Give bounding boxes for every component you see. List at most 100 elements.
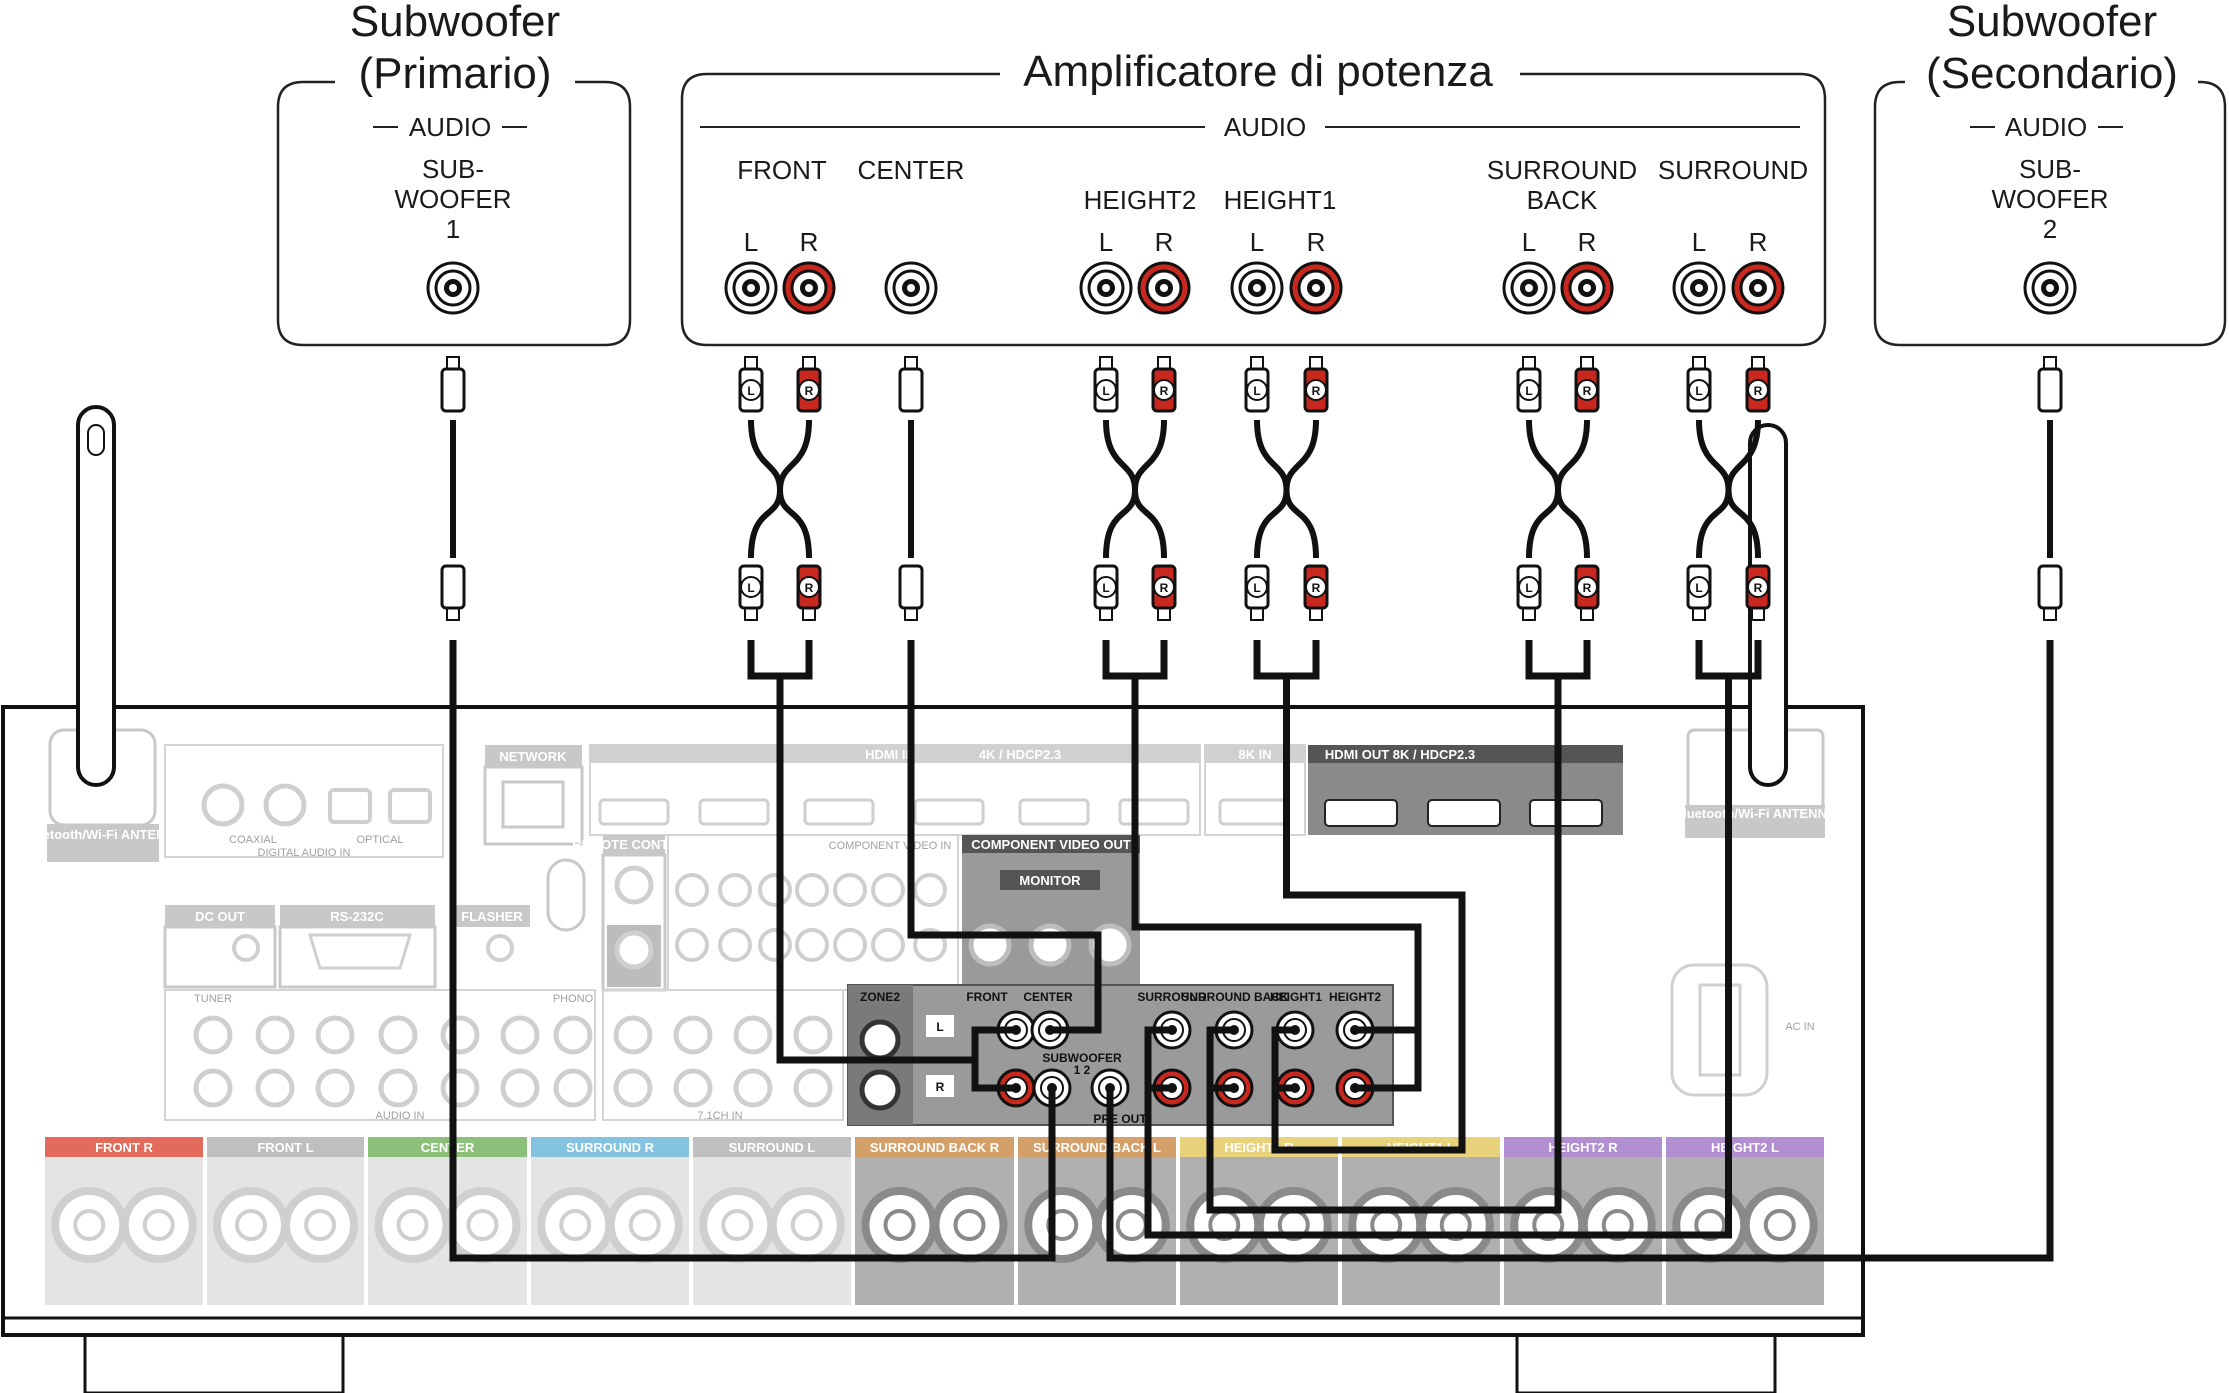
rca-plug	[440, 356, 466, 413]
network-port[interactable]	[501, 780, 565, 829]
rca-plug: L	[1093, 564, 1119, 621]
rca-plug	[2037, 564, 2063, 621]
receiver-foot-right	[1515, 1333, 1777, 1393]
plug-body	[2037, 367, 2063, 413]
speaker-binding-post-center	[142, 1209, 175, 1241]
surround-join-l	[1695, 640, 1729, 680]
speaker-binding-post-center	[721, 1209, 754, 1241]
subwoofer-2-jack[interactable]	[2023, 261, 2077, 315]
amp-surround-r-jack[interactable]	[1731, 261, 1785, 315]
amp-height1-r-jack[interactable]	[1289, 261, 1343, 315]
rs232c-label-box	[280, 905, 435, 927]
component-jack	[675, 928, 709, 962]
plug-tip	[2043, 607, 2057, 621]
hdmi-out-header	[1308, 745, 1623, 763]
rca-plug: R	[1303, 564, 1329, 621]
hdmi-in-header	[590, 745, 1200, 763]
plug-letter-circle	[798, 379, 820, 401]
ch71-jack	[613, 1015, 653, 1055]
speaker-binding-post-center	[883, 1209, 916, 1241]
antenna-left-tip	[87, 424, 105, 456]
audio-in-jack	[553, 1068, 593, 1108]
plug-letter: L	[1102, 384, 1109, 398]
hdmi-in-port	[698, 798, 770, 826]
av-receiver: Bluetooth/Wi-Fi ANTENNA Bluetooth/Wi-Fi …	[1, 405, 1865, 1393]
plug-letter-circle	[1518, 379, 1540, 401]
speaker-label-bar	[1018, 1137, 1176, 1157]
coaxial-jack-1[interactable]	[201, 783, 245, 827]
amp-height2-r-jack[interactable]	[1137, 261, 1191, 315]
optical-jack-2[interactable]	[388, 788, 432, 824]
plug-tip	[1580, 356, 1594, 370]
amp-front-r-letter: R	[800, 227, 819, 257]
amp-surround-back-r-jack[interactable]	[1560, 261, 1614, 315]
amp-front-r-jack[interactable]	[782, 261, 836, 315]
speaker-binding-post-center	[790, 1209, 823, 1241]
amp-height2-l-jack[interactable]	[1079, 261, 1133, 315]
plug-tip	[1250, 607, 1264, 621]
remote-in-jack[interactable]	[614, 865, 654, 905]
zone2-label: ZONE2	[860, 990, 900, 1004]
component-video-out-label: COMPONENT VIDEO OUT	[971, 837, 1131, 852]
remote-out-jack[interactable]	[614, 930, 654, 970]
subwoofer-primary-device: Subwoofer (Primario) AUDIO SUB- WOOFER 1	[276, 0, 632, 347]
rs232c-port[interactable]	[307, 933, 413, 970]
component-video-out-header	[962, 835, 1140, 853]
component-video-in-label: COMPONENT VIDEO IN	[829, 840, 952, 852]
ch71-jack	[673, 1015, 713, 1055]
height2-route-r	[1355, 1030, 1422, 1092]
jack-pin-hole	[907, 284, 915, 292]
plug-tip	[1580, 607, 1594, 621]
speaker-label: FRONT R	[95, 1140, 153, 1155]
speaker-binding-post-center	[1115, 1209, 1148, 1241]
antenna-left[interactable]	[76, 405, 116, 787]
antenna-left-label: Bluetooth/Wi-Fi ANTENNA	[22, 827, 185, 842]
amp-center-jack[interactable]	[884, 261, 938, 315]
hdmi-out-port-2[interactable]	[1427, 799, 1501, 827]
amp-surround-back-label-1: SURROUND	[1487, 155, 1637, 185]
speaker-binding-post-center	[73, 1209, 106, 1241]
plug-tip	[904, 356, 918, 370]
hdmi-out-port-1[interactable]	[1324, 799, 1398, 827]
front-join-l	[747, 640, 780, 680]
plug-letter: R	[1160, 581, 1169, 595]
amp-surround-back-l-jack[interactable]	[1502, 261, 1556, 315]
plug-tip	[744, 356, 758, 370]
zone2-r-jack[interactable]	[859, 1069, 901, 1111]
hdmi-in-port	[913, 798, 985, 826]
zone2-l-jack[interactable]	[859, 1019, 901, 1061]
hdmi-out-port-3[interactable]	[1529, 799, 1603, 827]
audio-in-jack	[193, 1068, 233, 1108]
flasher-jack[interactable]	[486, 934, 514, 962]
amp-front-l-jack[interactable]	[724, 261, 778, 315]
subwoofer-1-jack[interactable]	[426, 261, 480, 315]
rca-plug: R	[1745, 564, 1771, 621]
plug-letter: R	[1583, 384, 1592, 398]
amp-surround-l-jack[interactable]	[1672, 261, 1726, 315]
surround-route-l	[1144, 676, 1732, 1239]
front-cable-l	[748, 419, 784, 559]
plug-letter: R	[1312, 384, 1321, 398]
optical-jack-1[interactable]	[328, 788, 372, 824]
phono-label: PHONO	[553, 993, 594, 1005]
speaker-label: FRONT L	[257, 1140, 313, 1155]
plug-letter-circle	[1246, 379, 1268, 401]
component-jack	[833, 873, 867, 907]
preout-surround-back-label: SURROUND BACK	[1181, 990, 1289, 1004]
rca-plug	[898, 564, 924, 621]
coaxial-jack-2[interactable]	[263, 783, 307, 827]
antenna-right-label-box	[1685, 805, 1825, 838]
dc-out-jack[interactable]	[232, 934, 260, 962]
amplifier-outline	[680, 72, 1827, 347]
rca-plug: L	[1244, 564, 1270, 621]
rca-plug: R	[1574, 564, 1600, 621]
speakers-label: SPEAKERS	[822, 1304, 894, 1319]
jack-pin-hole	[1583, 284, 1591, 292]
plug-tip	[744, 607, 758, 621]
amp-surround-back-r-letter: R	[1578, 227, 1597, 257]
monitor-label-box	[1000, 870, 1100, 890]
component-jack	[795, 873, 829, 907]
amp-height1-l-jack[interactable]	[1230, 261, 1284, 315]
surround-back-route-l	[1206, 676, 1562, 1214]
